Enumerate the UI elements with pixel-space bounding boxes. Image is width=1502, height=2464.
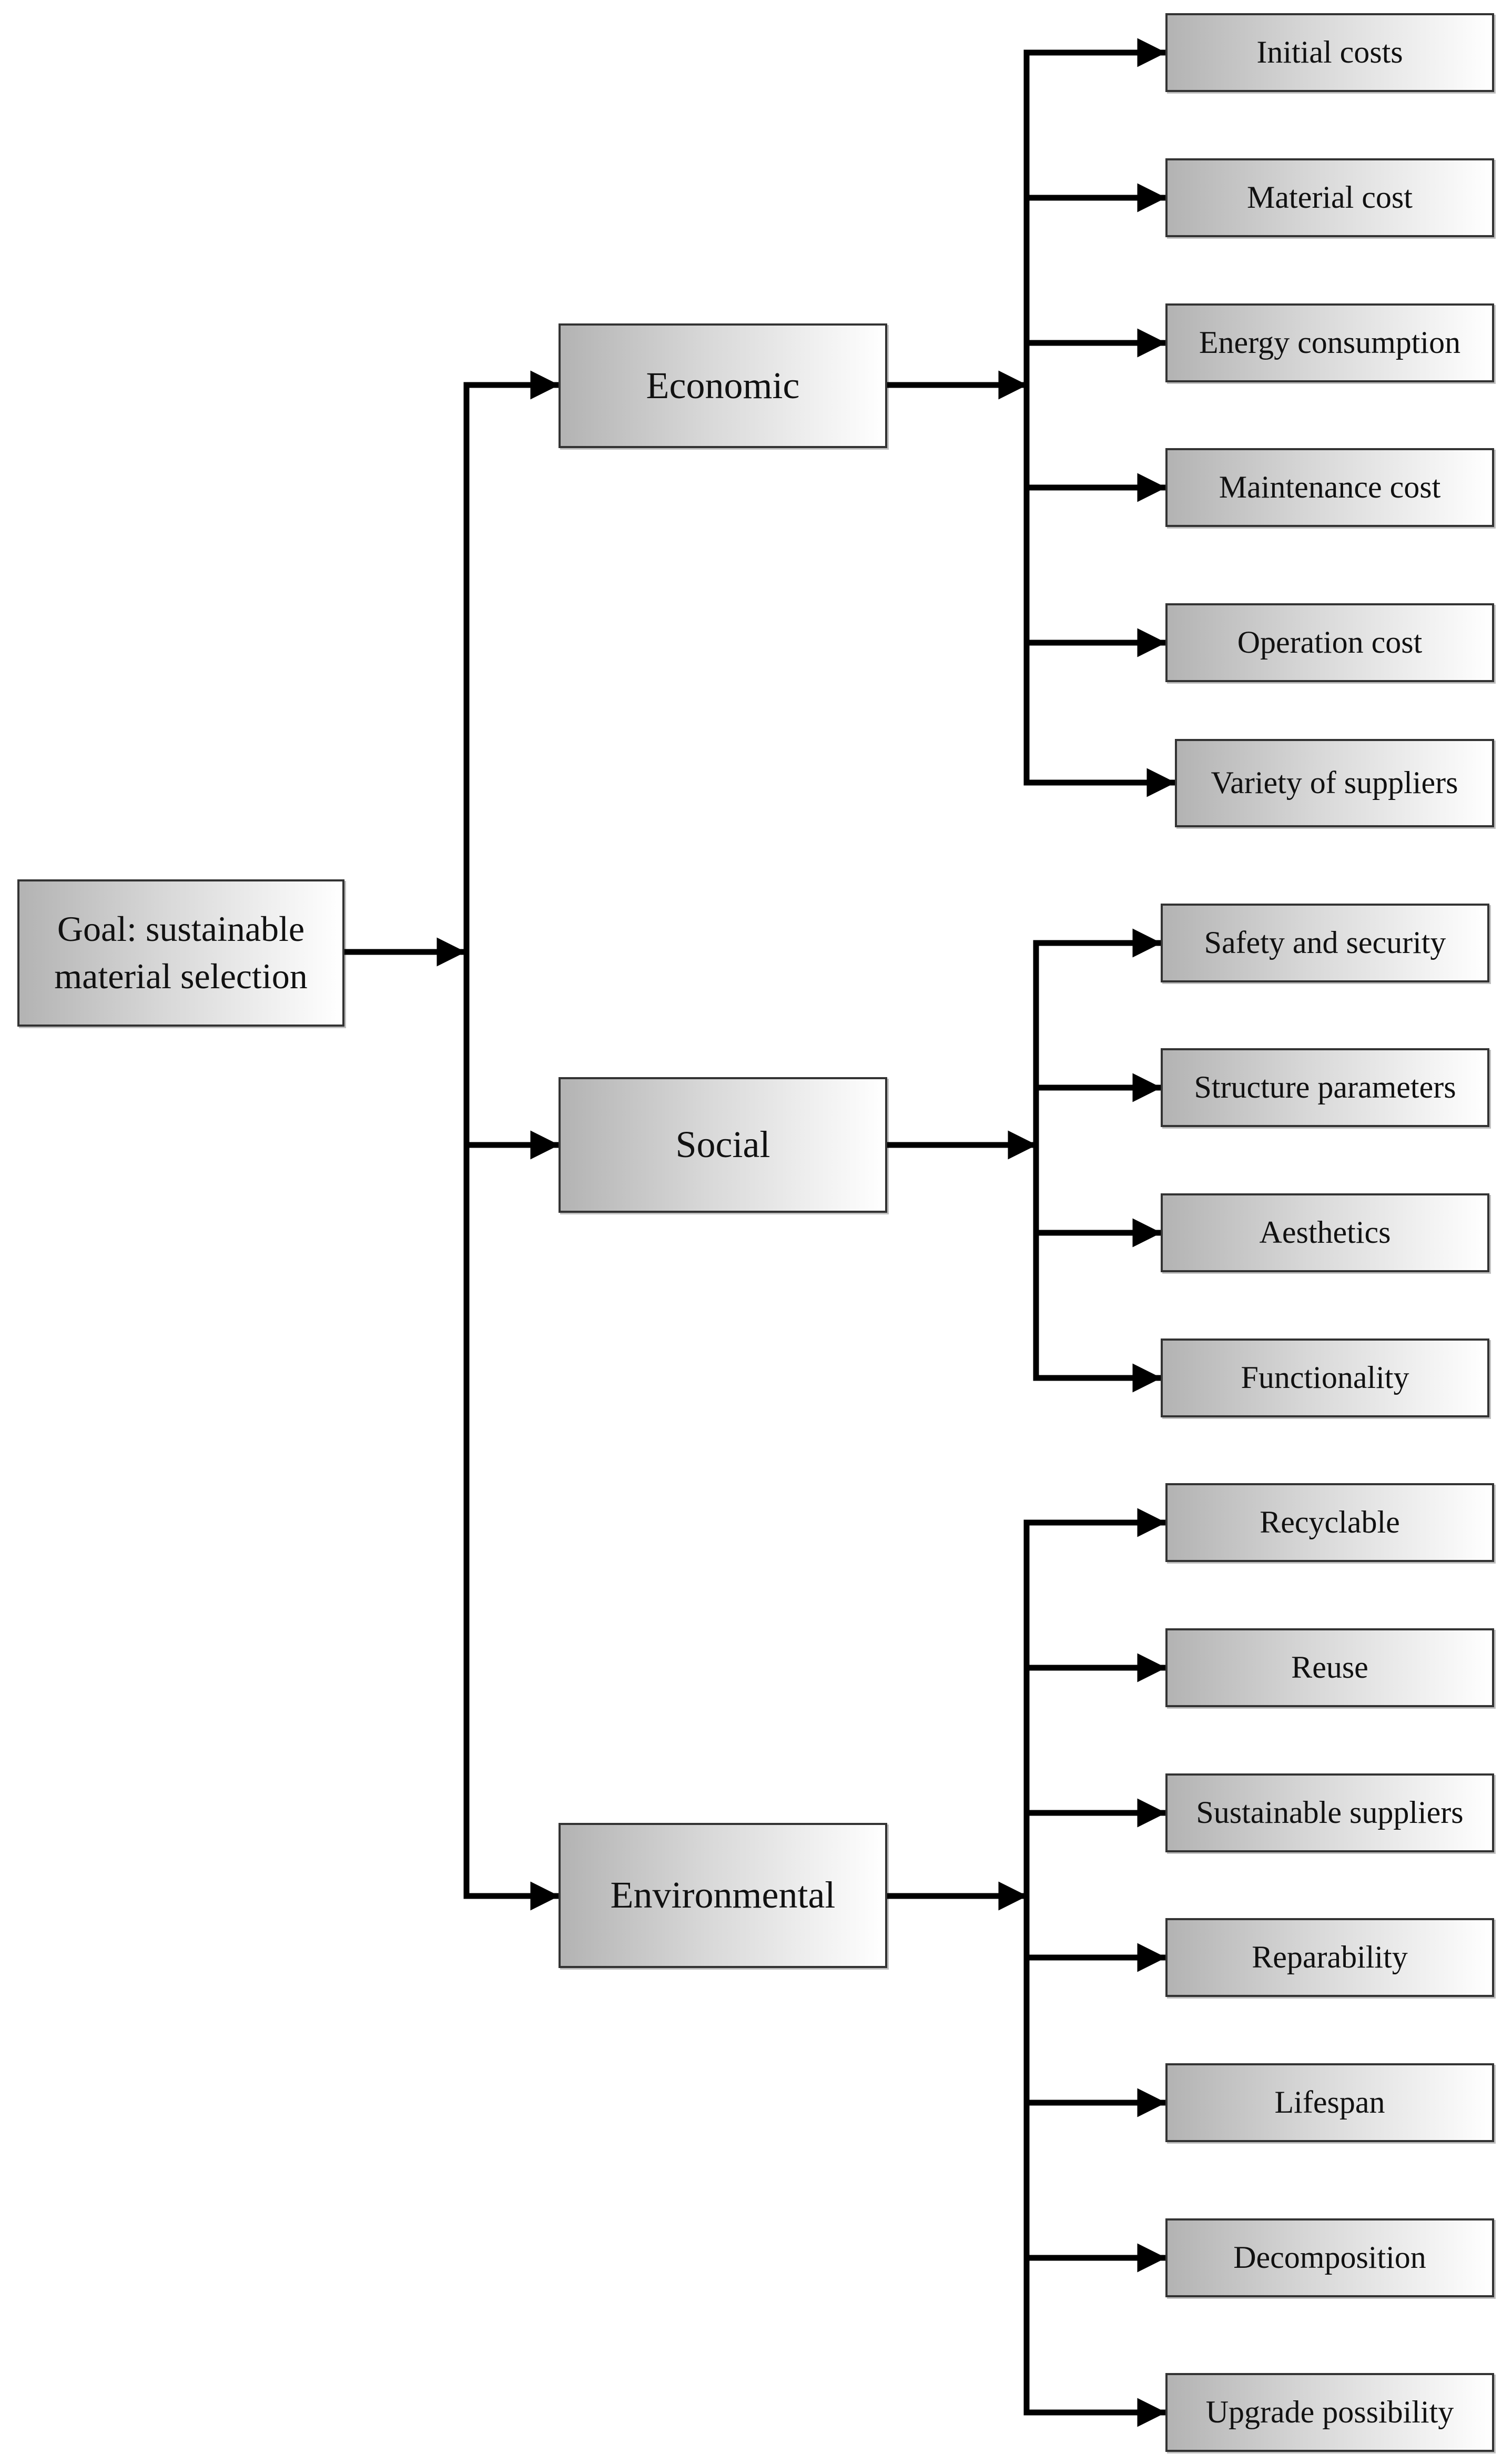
goal-label-line1: Goal: sustainable	[57, 909, 305, 949]
economic-item-label: Maintenance cost	[1219, 470, 1441, 505]
environmental-item-label: Reuse	[1291, 1650, 1368, 1685]
environmental-item-label: Sustainable suppliers	[1196, 1795, 1464, 1830]
social-item: Aesthetics	[1161, 1193, 1489, 1272]
criterion-environmental-label: Environmental	[610, 1874, 836, 1917]
environmental-item: Sustainable suppliers	[1165, 1773, 1494, 1852]
goal-box: Goal: sustainable material selection	[17, 879, 344, 1027]
environmental-item-label: Upgrade possibility	[1205, 2395, 1454, 2430]
environmental-item: Lifespan	[1165, 2063, 1494, 2142]
social-item-label: Safety and security	[1204, 925, 1446, 960]
criterion-economic-label: Economic	[646, 364, 800, 407]
social-item: Safety and security	[1161, 904, 1489, 982]
environmental-item: Decomposition	[1165, 2218, 1494, 2297]
environmental-item: Upgrade possibility	[1165, 2373, 1494, 2452]
environmental-item: Reparability	[1165, 1918, 1494, 1997]
criterion-economic: Economic	[559, 323, 887, 448]
economic-item-label: Operation cost	[1237, 625, 1423, 660]
economic-item: Initial costs	[1165, 13, 1494, 92]
social-item: Functionality	[1161, 1339, 1489, 1417]
environmental-item: Recyclable	[1165, 1483, 1494, 1562]
social-item-label: Aesthetics	[1259, 1215, 1391, 1250]
economic-item: Variety of suppliers	[1175, 739, 1494, 827]
environmental-item-label: Lifespan	[1274, 2085, 1385, 2120]
economic-item: Energy consumption	[1165, 303, 1494, 382]
environmental-item-label: Recyclable	[1260, 1505, 1400, 1540]
social-item: Structure parameters	[1161, 1048, 1489, 1127]
goal-label-line2: material selection	[54, 956, 308, 996]
economic-item-label: Variety of suppliers	[1211, 765, 1458, 800]
criterion-environmental: Environmental	[559, 1823, 887, 1968]
economic-item: Maintenance cost	[1165, 448, 1494, 527]
economic-item: Material cost	[1165, 158, 1494, 237]
environmental-item-label: Decomposition	[1233, 2240, 1426, 2275]
economic-item-label: Energy consumption	[1199, 325, 1461, 360]
criterion-social-label: Social	[675, 1123, 770, 1166]
economic-item-label: Initial costs	[1256, 35, 1403, 70]
economic-item: Operation cost	[1165, 603, 1494, 682]
economic-item-label: Material cost	[1247, 180, 1413, 215]
criterion-social: Social	[559, 1077, 887, 1213]
social-item-label: Structure parameters	[1194, 1070, 1456, 1105]
environmental-item: Reuse	[1165, 1628, 1494, 1707]
environmental-item-label: Reparability	[1252, 1940, 1408, 1975]
social-item-label: Functionality	[1241, 1360, 1409, 1395]
